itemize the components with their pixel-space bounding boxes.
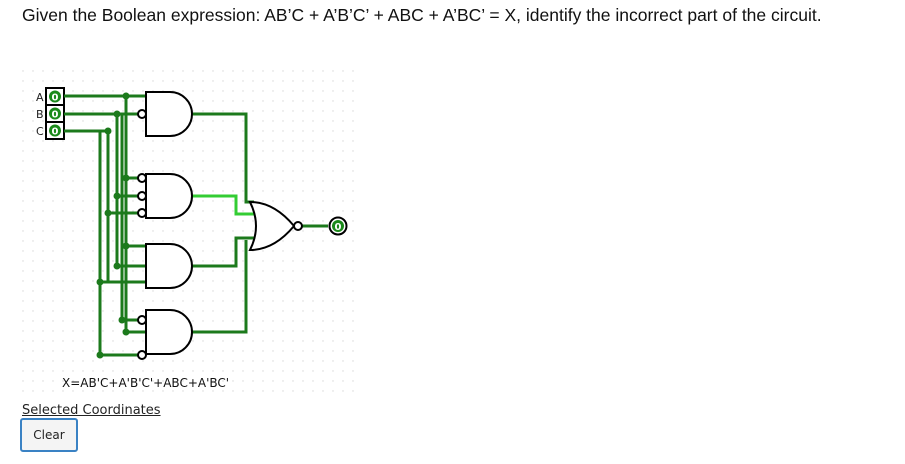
wires [64,94,328,357]
input-a-value: 0 [52,93,59,104]
input-b-label: B [36,108,44,121]
and-gate-4[interactable] [145,309,193,355]
not-bubble-g2-c [137,208,147,218]
input-c[interactable]: C 0 [36,121,65,140]
not-bubble-g4-a [137,315,147,325]
input-c-value: 0 [52,127,59,138]
circuit-canvas[interactable]: A 0 B 0 C 0 [22,70,360,392]
expression-label: X=AB'C+A'B'C'+ABC+A'BC' [62,376,229,390]
not-bubble-g2-b [137,191,147,201]
not-bubble-g2-a [137,173,147,183]
and-gate-1[interactable] [145,91,193,137]
input-a-label: A [36,91,44,104]
wire-junctions [96,92,130,359]
input-c-label: C [36,125,44,138]
active-wire [192,194,254,216]
and-gate-2[interactable] [145,173,193,219]
not-bubble-g1-b [137,109,147,119]
nor-output-bubble [293,221,303,231]
input-b-value: 0 [52,110,59,121]
and-gate-3[interactable] [145,243,193,289]
output-value: 0 [335,222,342,233]
nor-gate[interactable] [248,200,296,252]
not-bubble-g4-c [137,350,147,360]
input-a[interactable]: A 0 [36,87,65,106]
clear-button[interactable]: Clear [20,418,78,452]
output-x[interactable]: 0 [328,216,348,236]
input-b[interactable]: B 0 [36,104,65,123]
selected-coordinates-label: Selected Coordinates [22,403,161,418]
question-text: Given the Boolean expression: AB’C + A’B… [22,5,822,25]
